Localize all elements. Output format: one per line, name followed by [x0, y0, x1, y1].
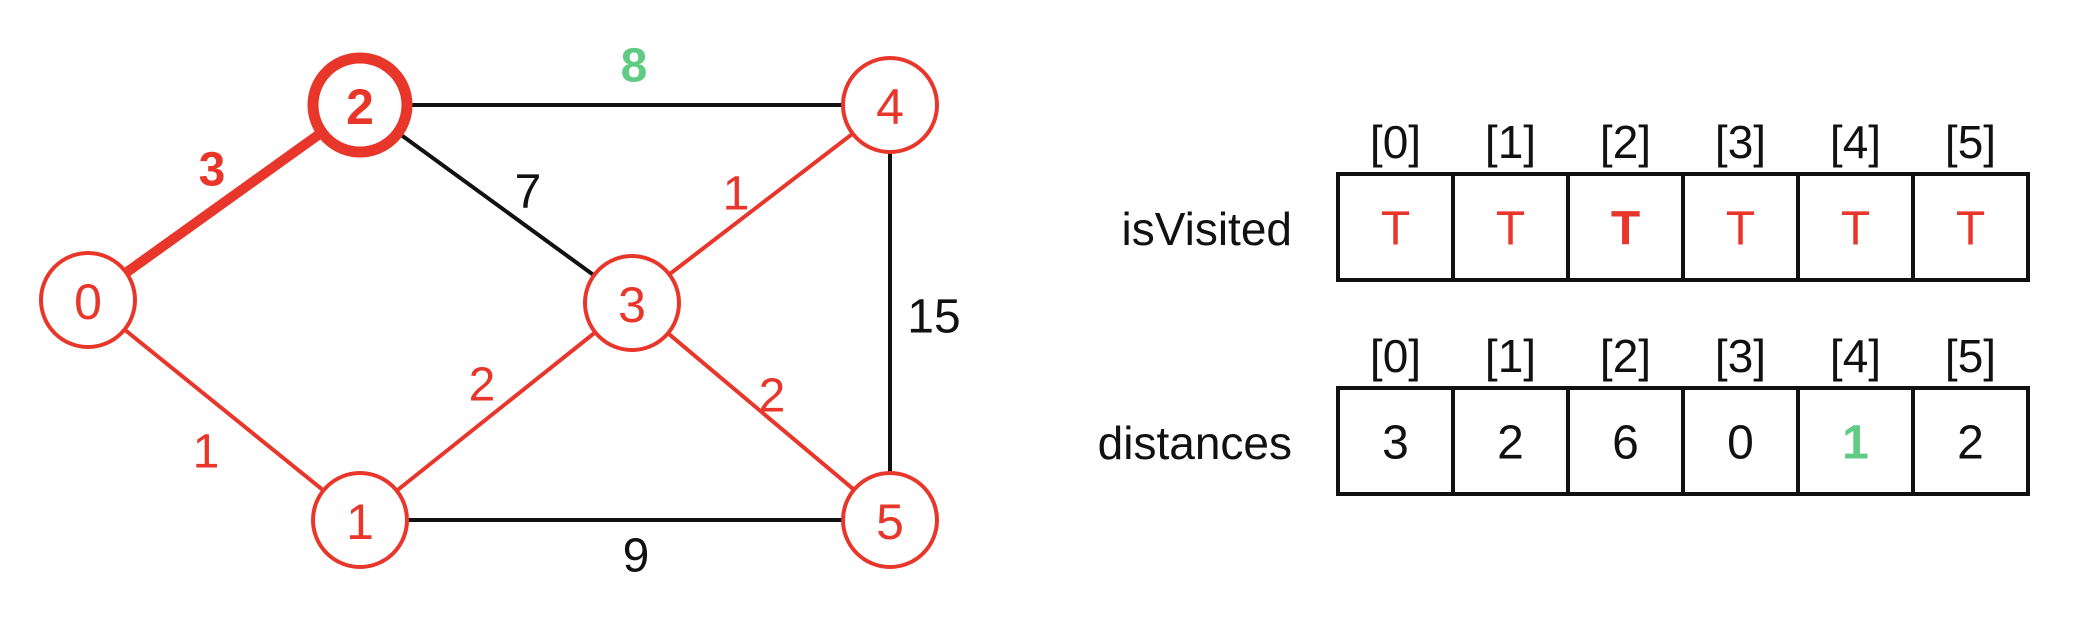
node-label: 2 [346, 79, 374, 135]
array-index-label: [4] [1830, 116, 1881, 168]
graph-edges [83, 100, 892, 522]
array-cell-value: T [1841, 203, 1870, 256]
array-cell [1796, 172, 1915, 282]
node-label: 5 [876, 494, 904, 550]
edge-3-4 [630, 103, 892, 305]
node-label: 3 [618, 277, 646, 333]
array-index-label: [0] [1370, 330, 1421, 382]
array-distances: distances [0] [1] [2] [3] [4] [5] 3 2 6 0 1 2 [1098, 330, 2030, 496]
array-cell [1451, 386, 1570, 496]
node-label: 1 [346, 494, 374, 550]
edge-weight-label: 2 [759, 370, 786, 423]
array-index-label: [2] [1600, 330, 1651, 382]
node-circle [841, 56, 939, 154]
array-cell [1911, 386, 2030, 496]
array-index-label: [5] [1945, 330, 1996, 382]
array-cell [1451, 172, 1570, 282]
array-cell-value: 2 [1957, 417, 1984, 470]
array-cell [1681, 386, 1800, 496]
array-cell-value: 3 [1382, 417, 1409, 470]
node-circle [311, 471, 409, 569]
node-circle [307, 52, 413, 158]
edge-weight-label: 1 [723, 168, 750, 221]
node-circle [583, 254, 681, 352]
array-row-label: isVisited [1122, 203, 1292, 255]
node-2: 2 [307, 52, 413, 158]
array-cell-value: T [1956, 203, 1985, 256]
node-label: 4 [876, 79, 904, 135]
array-cell [1796, 386, 1915, 496]
edge-1-3 [358, 301, 634, 522]
node-3: 3 [583, 254, 681, 352]
array-index-label: [1] [1485, 330, 1536, 382]
array-cell [1681, 172, 1800, 282]
array-cell-value: 2 [1497, 417, 1524, 470]
edge-2-3 [358, 103, 634, 305]
node-5: 5 [841, 471, 939, 569]
edge-weight-label: 1 [193, 426, 220, 479]
array-index-label: [1] [1485, 116, 1536, 168]
array-cell [1566, 386, 1685, 496]
node-4: 4 [841, 56, 939, 154]
array-index-label: [0] [1370, 116, 1421, 168]
array-index-label: [2] [1600, 116, 1651, 168]
edge-weight-label: 2 [469, 359, 496, 412]
edge-weight-label: 9 [623, 530, 650, 583]
array-index-label: [5] [1945, 116, 1996, 168]
array-index-label: [3] [1715, 116, 1766, 168]
array-cell-value: T [1726, 203, 1755, 256]
edge-weight-label: 3 [199, 144, 226, 197]
array-cell-value: T [1381, 203, 1410, 256]
edge-weight-label: 7 [515, 166, 542, 219]
node-label: 0 [74, 274, 102, 330]
node-circle [841, 471, 939, 569]
array-row-label: distances [1098, 417, 1292, 469]
edge-0-1 [86, 298, 362, 522]
graph-nodes: 0 1 2 3 4 5 [39, 52, 939, 569]
array-cell-value: T [1611, 203, 1640, 256]
array-isVisited: isVisited [0] [1] [2] [3] [4] [5] T T T T T T [1122, 116, 2030, 282]
node-circle [39, 251, 137, 349]
array-cell-value: T [1496, 203, 1525, 256]
edge-3-5 [630, 301, 892, 522]
node-1: 1 [311, 471, 409, 569]
arrays-panel: isVisited [0] [1] [2] [3] [4] [5] T T T T T Tdistanc… [1098, 116, 2030, 496]
array-cell-value: 6 [1612, 417, 1639, 470]
node-0: 0 [39, 251, 137, 349]
edge-0-2 [83, 100, 365, 305]
edge-weight-label: 15 [907, 291, 960, 344]
array-index-label: [3] [1715, 330, 1766, 382]
edge-weight-label: 8 [621, 40, 648, 93]
array-cell-value: 1 [1842, 417, 1869, 470]
array-index-label: [4] [1830, 330, 1881, 382]
array-cell [1566, 172, 1685, 282]
array-cell [1911, 172, 2030, 282]
array-cell-value: 0 [1727, 417, 1754, 470]
